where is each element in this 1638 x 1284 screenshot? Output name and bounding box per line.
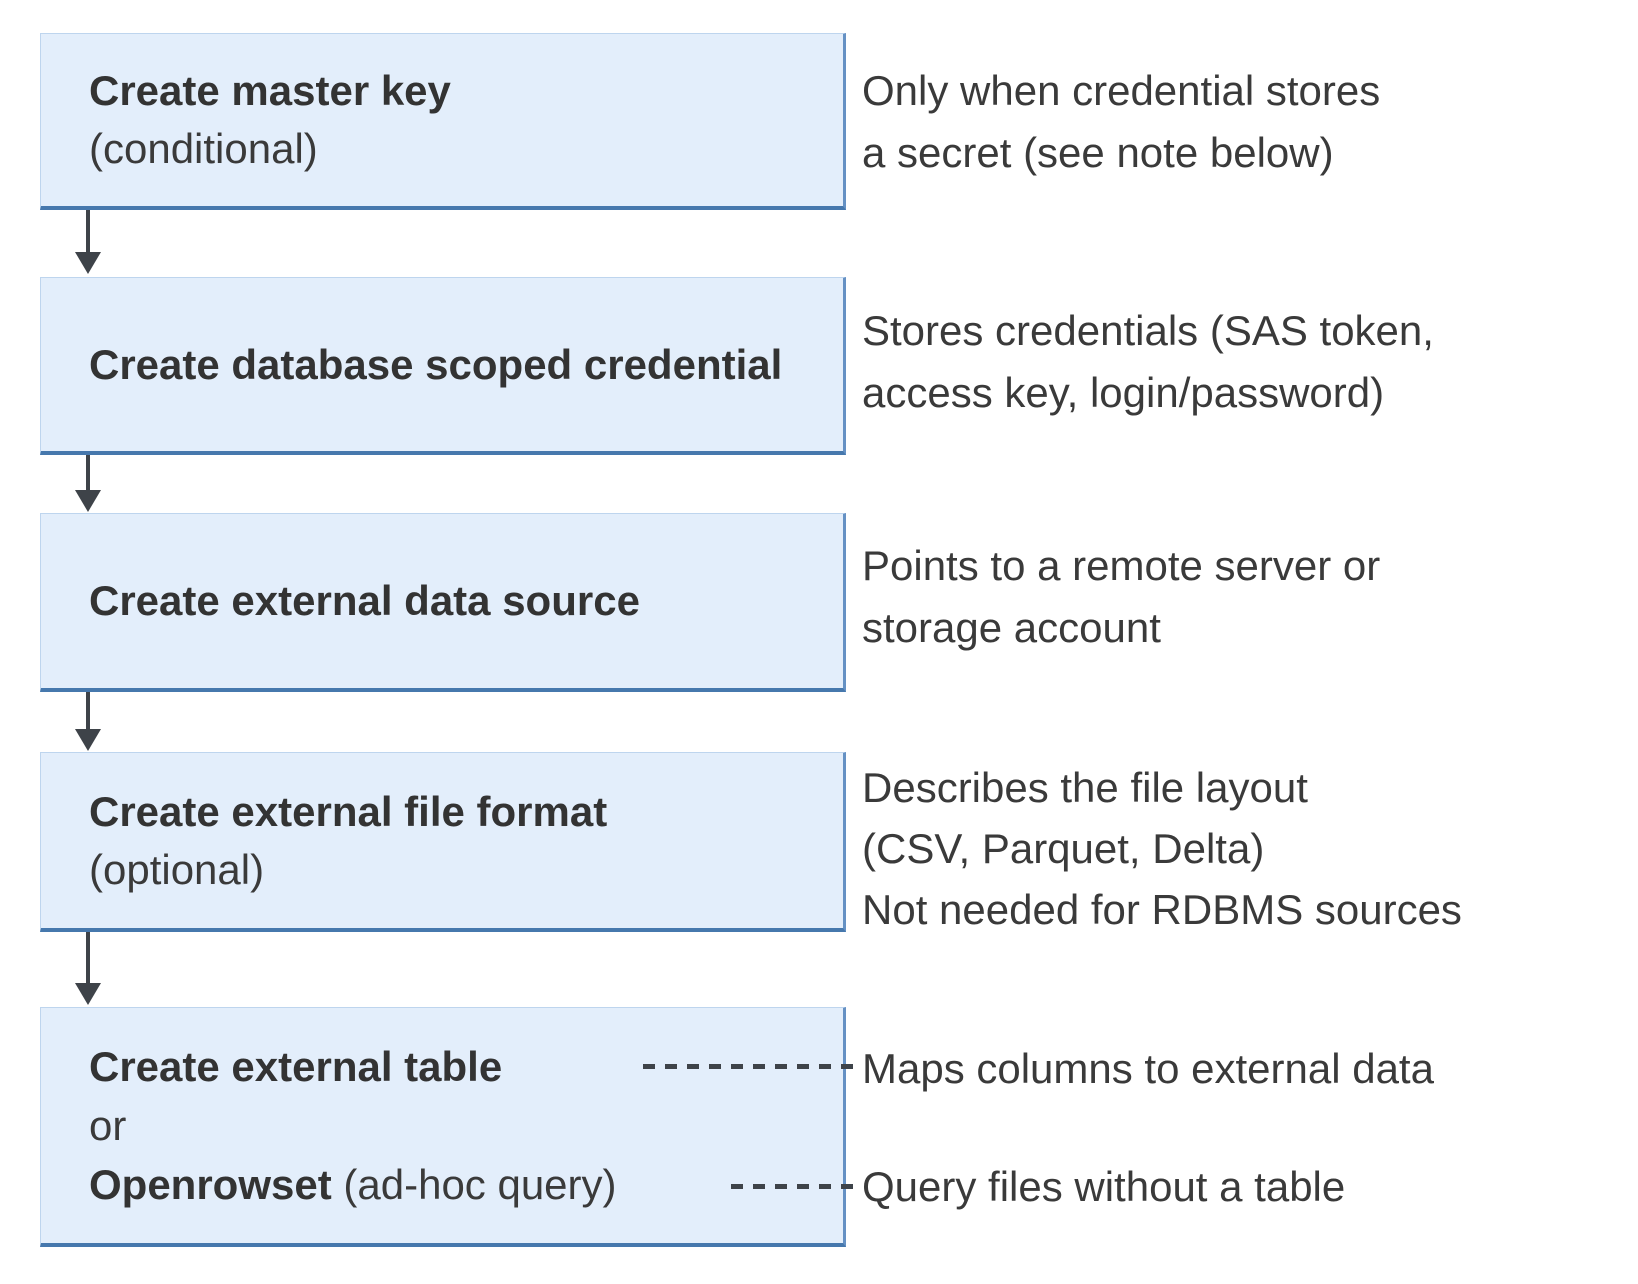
arrow-down-icon bbox=[75, 983, 101, 1005]
box-title: Create external file format bbox=[89, 787, 608, 835]
annotation-line: Points to a remote server or bbox=[862, 542, 1381, 589]
annotation-external-table: Maps columns to external data bbox=[862, 1039, 1434, 1099]
flow-box-create-external-data-source: Create external data source bbox=[40, 513, 846, 692]
dashed-connector-openrowset bbox=[731, 1184, 858, 1189]
flow-box-create-external-file-format: Create external file format (optional) bbox=[40, 752, 846, 932]
box-note: (ad-hoc query) bbox=[343, 1161, 617, 1208]
arrow-stem bbox=[86, 455, 90, 490]
annotation-line: Stores credentials (SAS token, bbox=[862, 307, 1434, 354]
down-arrow-connector-1 bbox=[75, 210, 101, 274]
annotation-data-source: Points to a remote server or storage acc… bbox=[862, 535, 1380, 659]
annotation-line: (CSV, Parquet, Delta) bbox=[862, 825, 1265, 872]
arrow-down-icon bbox=[75, 490, 101, 512]
annotation-line: Describes the file layout bbox=[862, 764, 1308, 811]
box-title: Openrowset bbox=[89, 1161, 332, 1208]
annotation-line: Maps columns to external data bbox=[862, 1045, 1434, 1092]
flow-box-create-external-table-or-openrowset: Create external table or Openrowset (ad-… bbox=[40, 1007, 846, 1247]
annotation-scoped-credential: Stores credentials (SAS token, access ke… bbox=[862, 300, 1434, 424]
dashed-connector-external-table bbox=[643, 1064, 858, 1069]
arrow-stem bbox=[86, 692, 90, 729]
box-note: (optional) bbox=[89, 845, 265, 893]
box-title-line-2: or bbox=[89, 1096, 783, 1155]
down-arrow-connector-3 bbox=[75, 692, 101, 751]
annotation-openrowset: Query files without a table bbox=[862, 1157, 1345, 1217]
box-title: Create master key bbox=[89, 67, 451, 114]
down-arrow-connector-4 bbox=[75, 932, 101, 1005]
box-title: Create database scoped credential bbox=[89, 340, 783, 388]
arrow-stem bbox=[86, 210, 90, 252]
box-or-text: or bbox=[89, 1102, 127, 1149]
annotation-line: storage account bbox=[862, 604, 1161, 651]
arrow-down-icon bbox=[75, 252, 101, 274]
annotation-line: access key, login/password) bbox=[862, 369, 1385, 416]
flow-box-create-database-scoped-credential: Create database scoped credential bbox=[40, 277, 846, 455]
annotation-master-key: Only when credential stores a secret (se… bbox=[862, 60, 1380, 184]
down-arrow-connector-2 bbox=[75, 455, 101, 512]
box-title: Create external data source bbox=[89, 577, 640, 624]
annotation-file-format: Describes the file layout (CSV, Parquet,… bbox=[862, 757, 1462, 940]
box-note: (conditional) bbox=[89, 125, 318, 172]
annotation-line: a secret (see note below) bbox=[862, 129, 1334, 176]
annotation-line: Not needed for RDBMS sources bbox=[862, 886, 1462, 933]
flow-box-create-master-key: Create master key (conditional) bbox=[40, 33, 846, 210]
annotation-line: Query files without a table bbox=[862, 1163, 1346, 1210]
box-title: Create external table bbox=[89, 1043, 503, 1090]
annotation-line: Only when credential stores bbox=[862, 67, 1381, 114]
arrow-stem bbox=[86, 932, 90, 983]
box-title-line-3: Openrowset (ad-hoc query) bbox=[89, 1155, 783, 1214]
arrow-down-icon bbox=[75, 729, 101, 751]
box-title-line-1: Create external table bbox=[89, 1037, 783, 1096]
